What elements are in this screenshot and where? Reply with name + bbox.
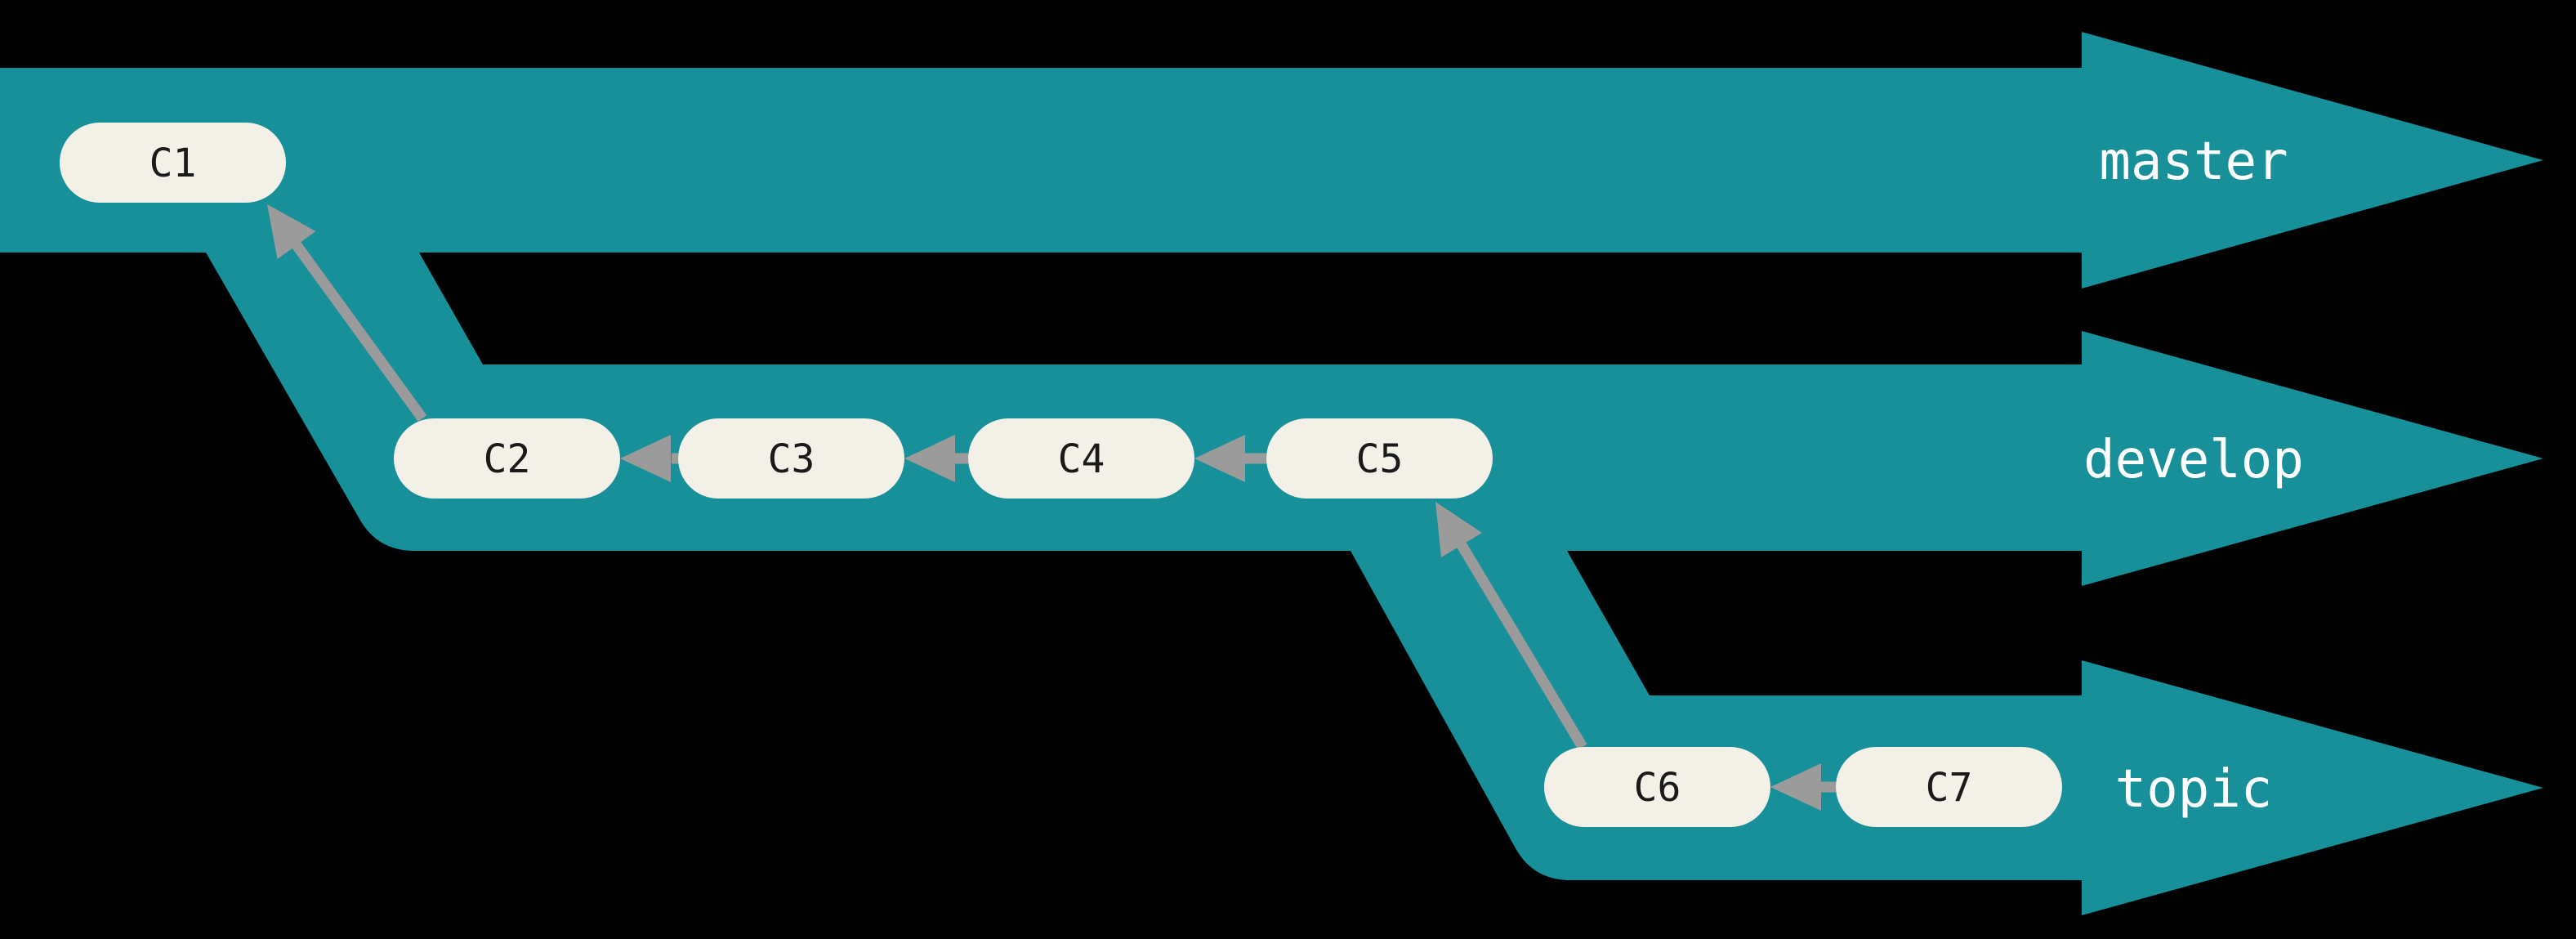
branch-label-develop: develop [2083, 430, 2304, 490]
parent-arrow-c2-to-c1 [267, 204, 427, 422]
commit-pill [60, 123, 286, 203]
commit-pill [1544, 747, 1770, 827]
commit-label: C6 [1634, 765, 1681, 811]
commit-label: C7 [1926, 765, 1973, 811]
commit-pill [394, 418, 620, 499]
arrowhead-icon [1435, 502, 1482, 557]
commit-node-c5: C5 [1266, 418, 1493, 499]
parent-arrow-c3-to-c2 [620, 435, 678, 482]
commit-label: C3 [768, 436, 815, 482]
commit-node-c2: C2 [394, 418, 620, 499]
arrowhead-icon [1194, 435, 1245, 482]
parent-arrow-c6-to-c5 [1435, 502, 1587, 750]
commit-pill [678, 418, 904, 499]
branch-label-topic: topic [2115, 759, 2273, 820]
arrowhead-icon [1770, 763, 1821, 811]
arrow-shaft [292, 242, 427, 422]
topic-branch-band [1351, 551, 2543, 915]
arrowhead-icon [904, 435, 955, 482]
arrow-shaft [1457, 542, 1587, 750]
commit-pill [1836, 747, 2062, 827]
commit-label: C5 [1356, 436, 1404, 482]
commit-pill [968, 418, 1194, 499]
commit-label: C2 [484, 436, 531, 482]
commit-pill [1266, 418, 1493, 499]
commit-node-c6: C6 [1544, 747, 1770, 827]
arrowhead-icon [267, 204, 316, 259]
commit-label: C1 [150, 141, 197, 186]
parent-arrow-c4-to-c3 [904, 435, 968, 482]
branch-label-master: master [2099, 132, 2288, 192]
arrowhead-icon [620, 435, 671, 482]
commit-node-c1: C1 [60, 123, 286, 203]
parent-arrow-c7-to-c6 [1770, 763, 1836, 811]
commit-node-c7: C7 [1836, 747, 2062, 827]
commit-node-c3: C3 [678, 418, 904, 499]
commit-node-c4: C4 [968, 418, 1194, 499]
master-branch-band [0, 32, 2543, 288]
commit-label: C4 [1058, 436, 1105, 482]
parent-arrow-c5-to-c4 [1194, 435, 1266, 482]
